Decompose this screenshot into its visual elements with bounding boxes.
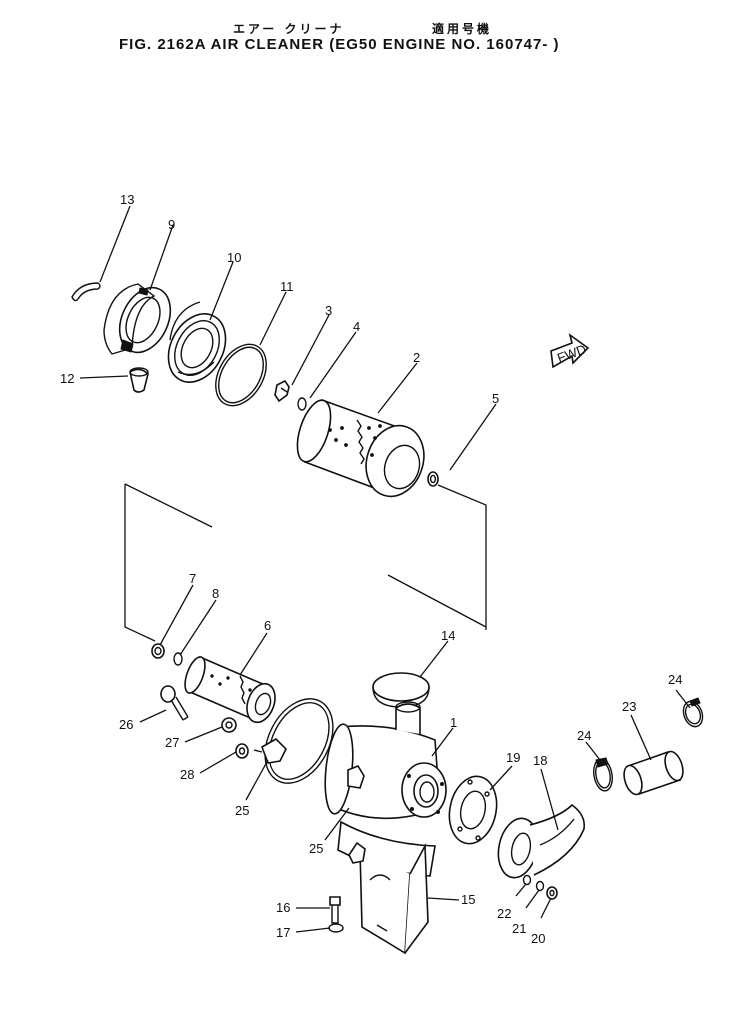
fwd-label: FWD [555, 341, 588, 365]
figure-title: FIG. 2162A AIR CLEANER (EG50 ENGINE NO. … [119, 36, 560, 53]
part-28-spacer [235, 743, 249, 759]
part-14-rain-cap [372, 672, 430, 708]
callout-17: 17 [276, 925, 290, 940]
callout-25-upper: 25 [235, 803, 249, 818]
callout-28: 28 [180, 767, 194, 782]
callout-24-upper: 24 [668, 672, 682, 687]
part-8-washer [173, 652, 183, 666]
part-11-o-ring [215, 343, 267, 407]
part-12-evacuator-valve [129, 367, 149, 393]
callout-26: 26 [119, 717, 133, 732]
part-21-lock-washer [535, 880, 545, 892]
forward-direction-arrow: FWD [550, 333, 590, 369]
callout-18: 18 [533, 753, 547, 768]
callout-27: 27 [165, 735, 179, 750]
callout-16: 16 [276, 900, 290, 915]
callout-21: 21 [512, 921, 526, 936]
part-15-bracket [337, 820, 436, 955]
applicable-serial-japanese: 適用号機 [432, 22, 493, 36]
leader-lines [79, 205, 691, 933]
part-name-japanese: エアー クリーナ [233, 22, 345, 36]
callout-2: 2 [413, 350, 420, 365]
callout-13: 13 [120, 192, 134, 207]
callout-4: 4 [353, 319, 360, 334]
part-7-nut [151, 643, 165, 659]
part-24-hose-clamp-lower [593, 757, 613, 792]
callout-19: 19 [506, 750, 520, 765]
part-19-gasket [448, 775, 498, 845]
callout-7: 7 [189, 571, 196, 586]
callout-9: 9 [168, 217, 175, 232]
callout-14: 14 [441, 628, 455, 643]
part-9-cover [103, 283, 172, 355]
callout-12: 12 [60, 371, 74, 386]
part-13-clip [71, 282, 101, 302]
part-5-nut [427, 471, 439, 487]
part-24-hose-clamp-upper [682, 697, 704, 728]
callout-3: 3 [325, 303, 332, 318]
callout-20: 20 [531, 931, 545, 946]
callout-5: 5 [492, 391, 499, 406]
part-25-mounting-band [253, 698, 334, 784]
part-20-nut [546, 886, 558, 900]
part-25-mounting-band-lower [348, 841, 366, 864]
callout-23: 23 [622, 699, 636, 714]
callout-numbers: 13 9 10 11 3 4 2 5 12 7 8 6 14 1 26 27 2… [60, 192, 682, 946]
part-23-hose [623, 750, 684, 796]
callout-15: 15 [461, 892, 475, 907]
part-26-bolt [160, 685, 189, 721]
callout-1: 1 [450, 715, 457, 730]
callout-6: 6 [264, 618, 271, 633]
part-18-elbow-pipe [497, 803, 586, 879]
callout-22: 22 [497, 906, 511, 921]
part-27-spacer [221, 717, 237, 733]
callout-8: 8 [212, 586, 219, 601]
part-6-safety-element [184, 655, 276, 724]
callout-25-lower: 25 [309, 841, 323, 856]
part-17-washer [328, 923, 344, 933]
part-2-filter-element [296, 398, 425, 498]
callout-24-lower: 24 [577, 728, 591, 743]
part-3-wing-nut [274, 379, 290, 403]
part-1-air-cleaner-body [324, 701, 447, 820]
callout-10: 10 [227, 250, 241, 265]
part-22-washer [522, 874, 532, 886]
part-4-washer [297, 397, 307, 411]
part-16-bolt [329, 896, 341, 924]
part-10-dust-cup [167, 301, 227, 383]
callout-11: 11 [280, 279, 294, 294]
